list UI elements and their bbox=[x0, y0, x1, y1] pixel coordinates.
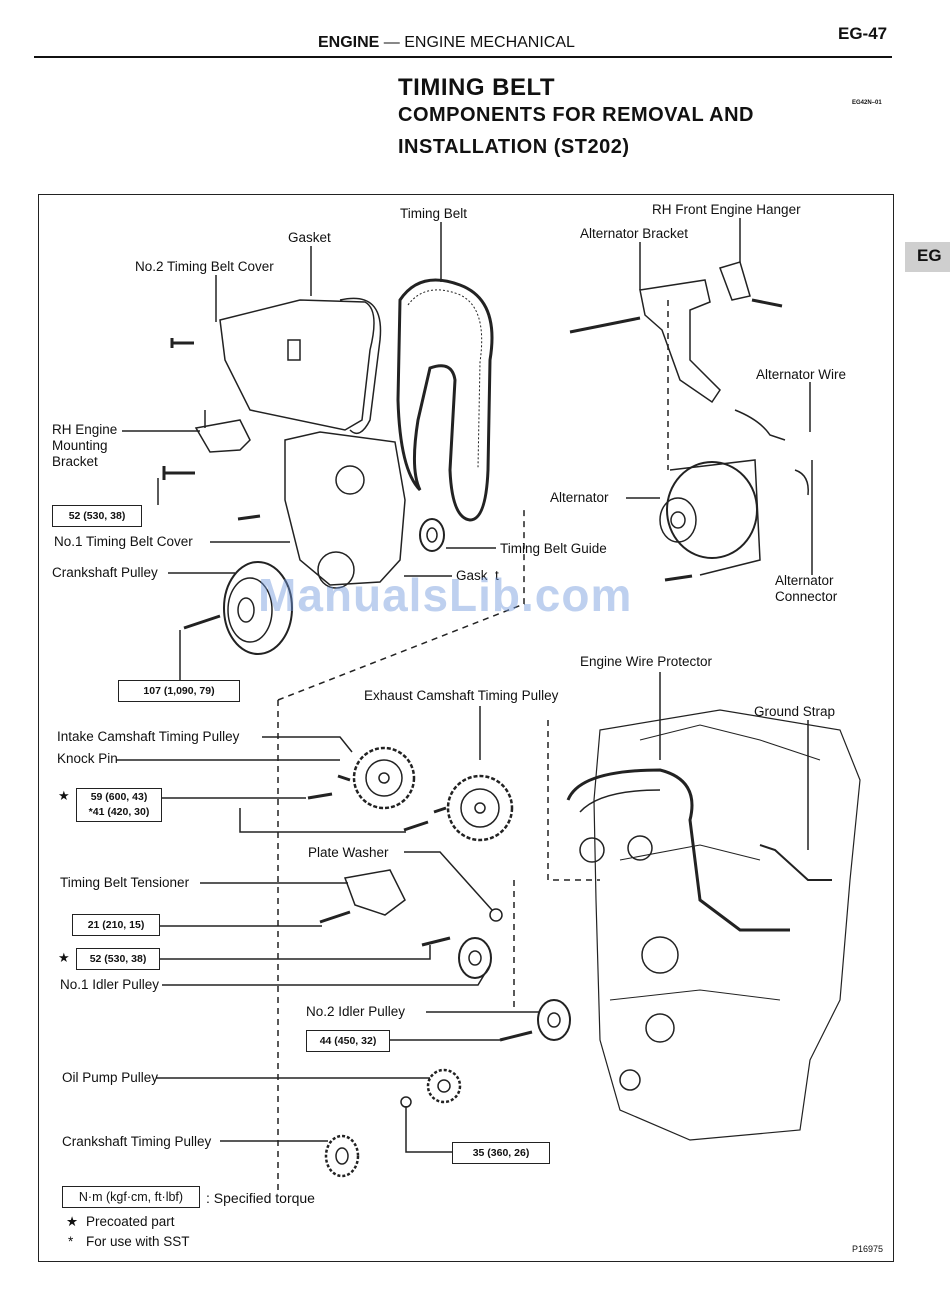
legend-unit-desc: : Specified torque bbox=[206, 1190, 315, 1206]
label-gasket-top: Gasket bbox=[288, 230, 331, 245]
label-intake-camshaft-timing-pulley: Intake Camshaft Timing Pulley bbox=[57, 729, 240, 744]
page-title: TIMING BELT bbox=[398, 74, 556, 101]
section-tab-label: EG bbox=[917, 246, 942, 265]
doc-code: EG42N–01 bbox=[852, 100, 882, 106]
label-no2-idler-pulley: No.2 Idler Pulley bbox=[306, 1004, 406, 1019]
legend-star-symbol: ★ bbox=[66, 1214, 79, 1229]
legend-unit-box: N·m (kgf·cm, ft·lbf) bbox=[62, 1186, 200, 1208]
torque-tensioner: 21 (210, 15) bbox=[72, 914, 160, 936]
page-subtitle-line2: INSTALLATION (ST202) bbox=[398, 136, 630, 158]
torque-cam-pulley-a: 59 (600, 43) bbox=[90, 791, 148, 803]
label-no1-idler-pulley: No.1 Idler Pulley bbox=[60, 977, 160, 992]
precoated-star-idler: ★ bbox=[58, 950, 70, 965]
torque-idler2: 44 (450, 32) bbox=[306, 1030, 390, 1052]
precoated-star-cam: ★ bbox=[58, 788, 70, 803]
label-plate-washer: Plate Washer bbox=[308, 845, 389, 860]
torque-cam-pulley: 59 (600, 43) *41 (420, 30) bbox=[76, 788, 162, 822]
label-no2-timing-belt-cover: No.2 Timing Belt Cover bbox=[135, 259, 274, 274]
legend-star-desc: Precoated part bbox=[86, 1214, 175, 1229]
label-alternator-connector: Alternator Connector bbox=[775, 573, 838, 604]
header-section: ENGINE bbox=[318, 34, 380, 51]
label-timing-belt: Timing Belt bbox=[400, 206, 468, 221]
torque-crank-pulley: 107 (1,090, 79) bbox=[118, 680, 240, 702]
torque-idler1: 52 (530, 38) bbox=[76, 948, 160, 970]
label-alternator-bracket: Alternator Bracket bbox=[580, 226, 689, 241]
label-timing-belt-guide: Timing Belt Guide bbox=[500, 541, 607, 556]
running-header: ENGINE — ENGINE MECHANICAL bbox=[318, 34, 575, 52]
diagram-frame bbox=[38, 194, 894, 1262]
page-number: EG-47 bbox=[838, 24, 888, 43]
label-crankshaft-timing-pulley: Crankshaft Timing Pulley bbox=[62, 1134, 212, 1149]
torque-oil-pump: 35 (360, 26) bbox=[452, 1142, 550, 1164]
legend-asterisk-symbol: * bbox=[68, 1234, 74, 1249]
label-knock-pin: Knock Pin bbox=[57, 751, 118, 766]
label-no1-timing-belt-cover: No.1 Timing Belt Cover bbox=[54, 534, 193, 549]
label-ground-strap: Ground Strap bbox=[754, 704, 836, 719]
section-tab: EG bbox=[905, 242, 950, 272]
header-separator: — bbox=[379, 34, 405, 51]
label-exhaust-camshaft-timing-pulley: Exhaust Camshaft Timing Pulley bbox=[364, 688, 559, 703]
watermark: ManualsLib.com bbox=[258, 569, 633, 621]
label-rh-engine-mounting-bracket: RH Engine Mounting Bracket bbox=[52, 422, 118, 469]
label-engine-wire-protector: Engine Wire Protector bbox=[580, 654, 713, 669]
page-subtitle-line1: COMPONENTS FOR REMOVAL AND bbox=[398, 104, 754, 126]
figure-number: P16975 bbox=[852, 1244, 884, 1254]
torque-mount-bracket: 52 (530, 38) bbox=[52, 505, 142, 527]
label-gasket-bottom: Gask t bbox=[456, 568, 499, 583]
label-timing-belt-tensioner: Timing Belt Tensioner bbox=[60, 875, 190, 890]
label-rh-front-engine-hanger: RH Front Engine Hanger bbox=[652, 202, 801, 217]
torque-cam-pulley-b: *41 (420, 30) bbox=[88, 806, 150, 818]
label-crankshaft-pulley: Crankshaft Pulley bbox=[52, 565, 158, 580]
header-subsection: ENGINE MECHANICAL bbox=[404, 34, 575, 51]
label-oil-pump-pulley: Oil Pump Pulley bbox=[62, 1070, 159, 1085]
header-rule bbox=[34, 56, 892, 58]
label-alternator: Alternator bbox=[550, 490, 609, 505]
label-alternator-wire: Alternator Wire bbox=[756, 367, 847, 382]
legend-asterisk-desc: For use with SST bbox=[86, 1234, 190, 1249]
